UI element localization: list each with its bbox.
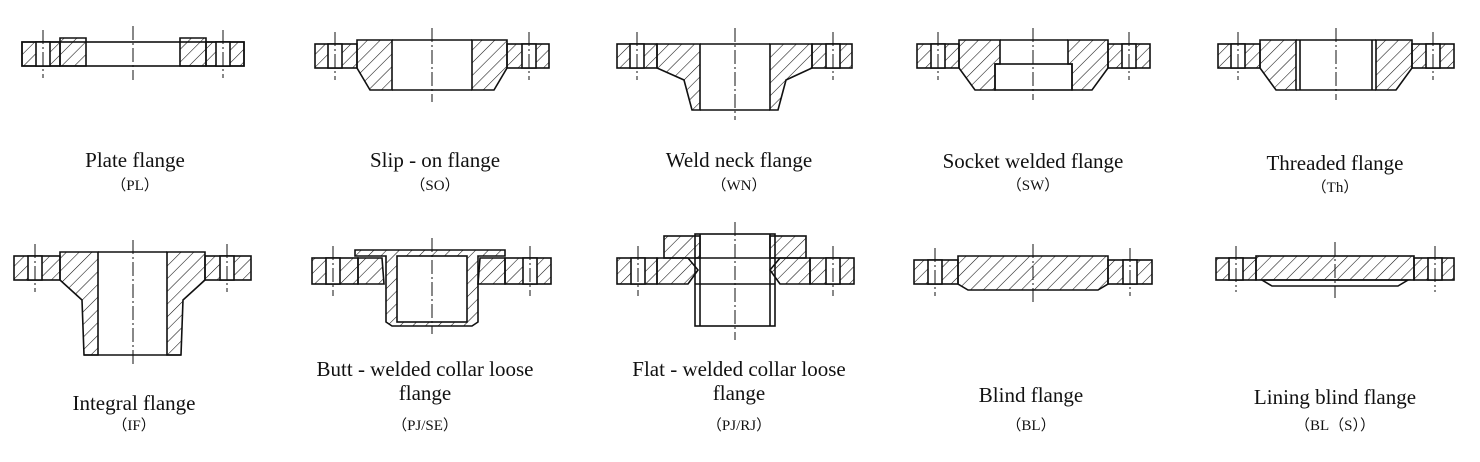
drawing-integral-flange [13, 240, 252, 366]
label-plate-flange: Plate flange [85, 148, 185, 172]
label-flat-welded-collar-loose-flange-line2: flange [713, 381, 765, 405]
label-blind-flange: Blind flange [979, 383, 1083, 407]
drawing-weld-neck-flange [616, 28, 853, 120]
label-flat-welded-collar-loose-flange: Flat - welded collar loose [632, 357, 845, 381]
drawing-socket-welded-flange [916, 28, 1151, 100]
drawing-butt-welded-collar-loose-flange [311, 238, 552, 334]
label-butt-welded-collar-loose-flange-line2: flange [399, 381, 451, 405]
code-weld-neck-flange: （WN） [712, 177, 767, 194]
drawing-lining-blind-flange [1215, 242, 1455, 298]
drawing-blind-flange [913, 244, 1153, 302]
code-flat-welded-collar-loose-flange: （PJ/RJ） [707, 417, 771, 434]
label-slip-on-flange: Slip - on flange [370, 148, 500, 172]
label-lining-blind-flange: Lining blind flange [1254, 385, 1416, 409]
code-slip-on-flange: （SO） [410, 177, 459, 194]
code-butt-welded-collar-loose-flange: （PJ/SE） [392, 417, 458, 434]
code-socket-welded-flange: （SW） [1007, 177, 1060, 194]
drawing-plate-flange [21, 26, 245, 80]
drawing-flat-welded-collar-loose-flange [616, 222, 855, 340]
label-butt-welded-collar-loose-flange: Butt - welded collar loose [317, 357, 534, 381]
drawing-slip-on-flange [314, 28, 550, 102]
label-integral-flange: Integral flange [72, 391, 195, 415]
label-socket-welded-flange: Socket welded flange [943, 149, 1124, 173]
label-threaded-flange: Threaded flange [1266, 151, 1403, 175]
code-integral-flange: （IF） [112, 417, 155, 434]
code-threaded-flange: （Th） [1312, 179, 1359, 196]
drawing-threaded-flange [1217, 28, 1455, 100]
label-weld-neck-flange: Weld neck flange [666, 148, 812, 172]
code-lining-blind-flange: （BL（S）） [1295, 417, 1375, 434]
code-blind-flange: （BL） [1006, 417, 1055, 434]
code-plate-flange: （PL） [111, 177, 159, 194]
